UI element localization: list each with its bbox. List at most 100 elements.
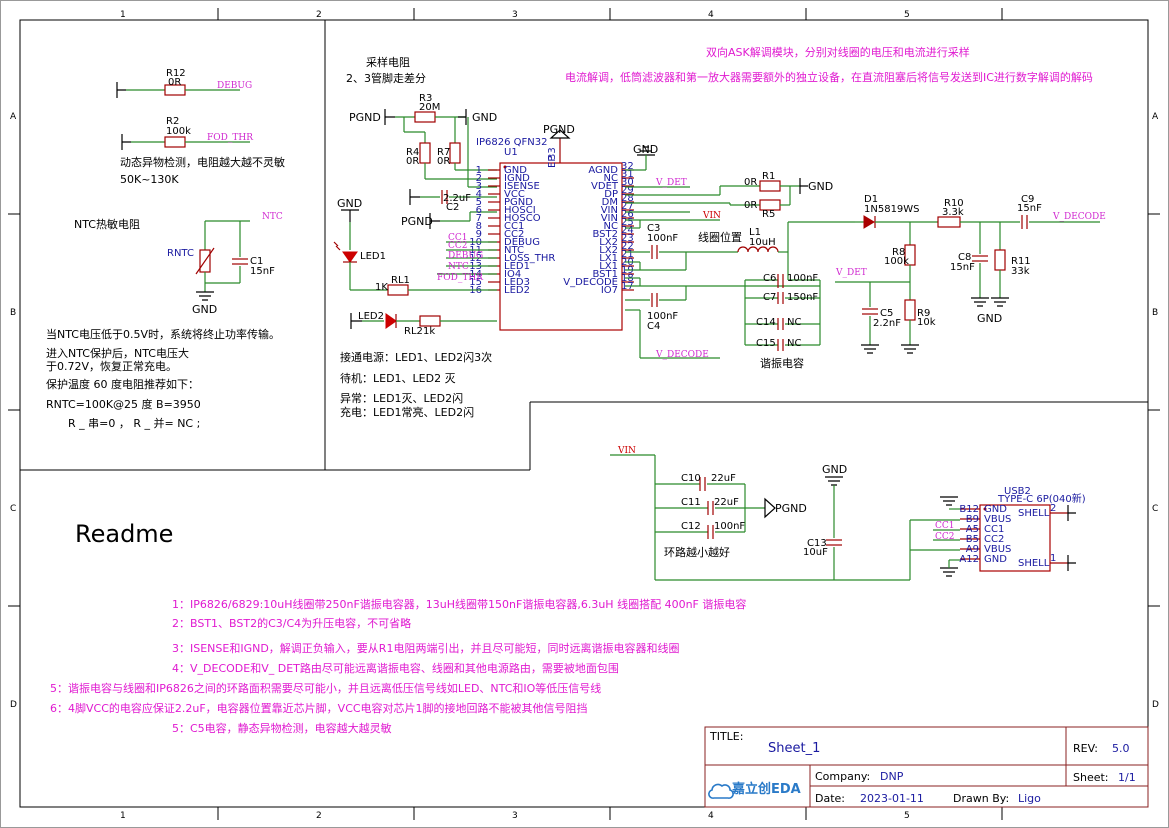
rl1-ref: RL1: [391, 275, 410, 286]
led2-circuit: LED2 RL2 1k: [350, 311, 497, 337]
v-det-net-label: V_DET: [835, 268, 867, 278]
rev-label: REV:: [1073, 742, 1098, 755]
r2-fod-thr: R2 100k FOD_THR: [121, 116, 253, 150]
ntc-note-6: R _ 串=0 ， R _ 并= NC ;: [68, 416, 200, 430]
title-block: TITLE: Sheet_1 REV: 5.0 Company: DNP She…: [704, 726, 1149, 808]
sheet-inner-border: [19, 19, 1149, 808]
ic-pin-name: BST2: [592, 229, 618, 240]
usb-part: TYPE-C 6P(040新): [997, 492, 1086, 505]
easyeda-logo: 嘉立创EDA: [708, 781, 801, 799]
led1-ref: LED1: [360, 251, 386, 262]
rntc-ref: RNTC: [167, 248, 194, 259]
ic-pin-name: AGND: [588, 165, 618, 176]
ic-pin-number: 27: [621, 201, 634, 212]
note-ask-demod: 双向ASK解调模块，分别对线圈的电压和电流进行采样: [706, 45, 970, 59]
sampling-sub: 2、3管脚走差分: [346, 71, 426, 85]
usb-pin-name: CC2: [984, 534, 1004, 545]
r10-value: 3.3k: [942, 207, 964, 218]
r11-value: 33k: [1011, 266, 1030, 277]
pgnd-label: PGND: [401, 215, 433, 228]
c6-ref: C6: [763, 273, 776, 284]
led-status-2: 待机：LED1、LED2 灭: [340, 371, 456, 385]
col-label: 1: [120, 10, 126, 20]
c1-ref: C1: [250, 256, 263, 267]
r2-ref: R2: [166, 116, 179, 127]
r5-value: 0R: [744, 200, 757, 211]
ic-pin-name: DP: [604, 189, 618, 200]
led2-ref: LED2: [358, 311, 384, 322]
pgnd-label: PGND: [775, 502, 807, 515]
section-dividers: [20, 20, 1148, 471]
usb-shell-1-num: 2: [1050, 503, 1056, 514]
r12-debug: R12 0R DEBUG: [116, 68, 252, 98]
ic-pin-number: 21: [621, 249, 634, 260]
ic-pin-number: 23: [621, 233, 634, 244]
c3-ref: C3: [647, 223, 660, 234]
ic-pin-name: ISENSE: [504, 181, 540, 192]
c15-value: NC: [787, 338, 801, 349]
rl2-value: 1k: [423, 326, 435, 337]
c14-value: NC: [787, 317, 801, 328]
cc1-net-label: CC1: [448, 233, 468, 243]
r12-value: 0R: [168, 77, 181, 88]
ic-pin-name: PGND: [504, 197, 533, 208]
ic-pin-number: 31: [621, 169, 634, 180]
ic-pin-name: IO7: [601, 285, 618, 296]
gnd-label: GND: [808, 180, 833, 193]
usb-pin-name: CC1: [984, 524, 1004, 535]
ic-pin-name: CC2: [504, 229, 524, 240]
usb-shell-1: SHELL: [1018, 508, 1050, 519]
r2-value: 100k: [166, 126, 191, 137]
ic-pin-name: GND: [504, 165, 527, 176]
row-label: D: [10, 700, 17, 710]
ic-pin-number: 15: [469, 277, 482, 288]
sheet-label: Sheet:: [1073, 771, 1109, 784]
c10-value: 22uF: [711, 473, 736, 484]
sheet-value: 1/1: [1118, 771, 1136, 784]
company-label: Company:: [815, 770, 870, 783]
cc2-net-label: CC2: [935, 532, 955, 542]
vin-caps: VIN PGND C10 22uF C11 22uF C12 100nF 环路越…: [610, 446, 910, 581]
coil-resonant: 线圈位置 L1 10uH C6 100nF C7 150nF C14 NC C1…: [686, 221, 855, 370]
drawn-by-value: Ligo: [1018, 792, 1041, 805]
usb-shell-2: SHELL: [1018, 558, 1050, 569]
c7-ref: C7: [763, 292, 776, 303]
ntc-circuit: RNTC C1 15nF NTC GND: [167, 212, 283, 316]
c15-ref: C15: [756, 338, 776, 349]
c2-value: 2.2uF: [443, 193, 471, 204]
logo-text: 嘉立创EDA: [731, 781, 801, 797]
ntc-note-2: 进入NTC保护后，NTC电压大: [46, 346, 189, 360]
c11-value: 22uF: [714, 497, 739, 508]
frame-labels: 1 2 3 4 5 1 2 3 4 5 A B C D A B C D: [10, 10, 1159, 821]
ic-pin-number: 3: [476, 181, 482, 192]
usb-pin-name: VBUS: [984, 514, 1011, 525]
v-det-net-label: V_DET: [655, 178, 687, 188]
usb-pin-number: A12: [959, 554, 979, 565]
ic-pin-name: LED1: [504, 261, 530, 272]
rl1-value: 1K: [375, 282, 388, 293]
resonant-cap-label: 谐振电容: [760, 356, 804, 370]
ic-pin-name: LOSS_THR: [504, 253, 555, 264]
c2-vcc: 2.2uF C2 PGND: [401, 189, 497, 229]
ic-pin-name: NTC: [504, 245, 524, 256]
led-status-3: 异常：LED1灭、LED2闪: [340, 391, 463, 405]
readme-note-1: 1：IP6826/6829:10uH线圈带250nF谐振电容器，13uH线圈带1…: [172, 597, 746, 611]
ic-pin-number: 8: [476, 221, 482, 232]
ic-pin-number: 28: [621, 193, 634, 204]
usb-ref: USB2: [1004, 486, 1031, 497]
col-label: 2: [316, 10, 322, 20]
c8-value: 15nF: [950, 262, 975, 273]
ntc-note-4: 保护温度 60 度电阻推荐如下：: [46, 377, 199, 391]
ic-pin-name: VDET: [591, 181, 619, 192]
r11-ref: R11: [1011, 256, 1031, 267]
ic-pin-number: 2: [476, 173, 482, 184]
ic-pin-number: 25: [621, 217, 634, 228]
ic-pin-name: IO4: [504, 269, 521, 280]
c3-value: 100nF: [647, 233, 678, 244]
ic-pin-name: VIN: [601, 205, 618, 216]
r1-value: 0R: [744, 177, 757, 188]
title-label: TITLE:: [709, 730, 743, 743]
